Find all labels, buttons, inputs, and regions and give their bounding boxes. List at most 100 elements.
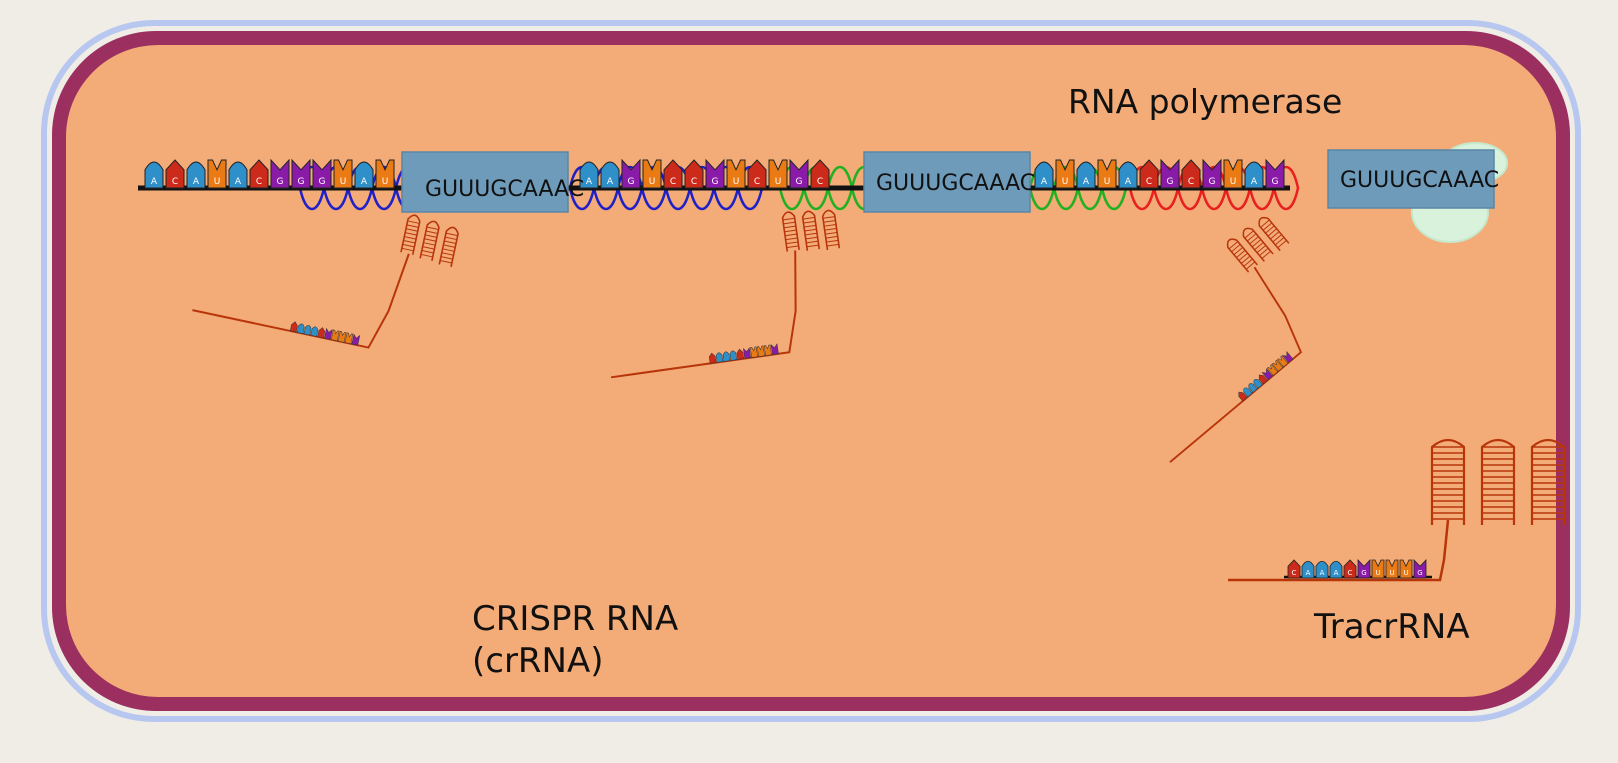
dna-base: G (270, 158, 290, 189)
dna-base: U (1097, 159, 1117, 189)
dna-base: U (768, 159, 788, 189)
crrna-molecule (1169, 216, 1303, 463)
tracr-base: C (1287, 559, 1301, 579)
tracr-base: C (1343, 559, 1357, 579)
dna-base: G (312, 158, 332, 189)
svg-text:A: A (1334, 569, 1339, 577)
svg-text:C: C (1146, 177, 1152, 187)
svg-text:U: U (214, 177, 221, 187)
dna-base: G (291, 158, 311, 189)
dna-base: C (684, 159, 704, 189)
tracr-base: A (1315, 560, 1329, 579)
svg-text:G: G (319, 177, 326, 187)
dna-base: A (144, 161, 164, 189)
dna-base: U (726, 159, 746, 189)
svg-text:U: U (733, 177, 740, 187)
svg-text:A: A (586, 177, 593, 187)
svg-text:C: C (670, 177, 676, 187)
dna-base: U (375, 159, 395, 189)
repeat-2: GUUUGCAAAC (863, 151, 1035, 213)
dna-base: G (1265, 158, 1285, 189)
svg-text:C: C (256, 177, 262, 187)
dna-base: A (1034, 161, 1054, 189)
svg-text:U: U (649, 177, 656, 187)
svg-text:U: U (1230, 177, 1237, 187)
tracr-base: U (1371, 559, 1385, 579)
tracr-base: A (1329, 560, 1343, 579)
svg-text:A: A (1306, 569, 1311, 577)
cell-outer-glow (41, 20, 1581, 722)
repeat-3-label: GUUUGCAAAC (1340, 168, 1499, 193)
dna-base: A (1244, 161, 1264, 189)
dna-base: C (165, 159, 185, 189)
dna-base: U (207, 159, 227, 189)
svg-text:U: U (1375, 569, 1380, 577)
svg-text:A: A (1125, 177, 1132, 187)
dna-base: A (600, 161, 620, 189)
svg-text:G: G (712, 177, 719, 187)
tracr-base: A (1301, 560, 1315, 579)
svg-text:A: A (151, 177, 158, 187)
svg-text:A: A (235, 177, 242, 187)
svg-text:G: G (796, 177, 803, 187)
dna-base: A (1076, 161, 1096, 189)
svg-text:C: C (172, 177, 178, 187)
dna-base: A (228, 161, 248, 189)
tracr-base: U (1385, 559, 1399, 579)
svg-text:G: G (298, 177, 305, 187)
repeat-1-label: GUUUGCAAAC (425, 177, 584, 202)
repeat-3: GUUUGCAAAC (1327, 149, 1499, 209)
dna-base: G (1202, 158, 1222, 189)
cytoplasm (66, 45, 1556, 697)
tracr-base: G (1357, 559, 1371, 579)
svg-text:C: C (691, 177, 697, 187)
dna-base: G (789, 158, 809, 189)
svg-text:G: G (628, 177, 635, 187)
repeat-1: GUUUGCAAAC (401, 151, 584, 213)
rna-polymerase-label: RNA polymerase (1068, 82, 1342, 121)
dna-base: U (1223, 159, 1243, 189)
svg-text:C: C (1188, 177, 1194, 187)
svg-text:A: A (1083, 177, 1090, 187)
repeat-2-label: GUUUGCAAAC (876, 171, 1035, 196)
dna-base: C (1139, 159, 1159, 189)
svg-text:G: G (1272, 177, 1279, 187)
crrna-molecule (192, 214, 459, 349)
dna-base: C (1181, 159, 1201, 189)
dna-base: U (642, 159, 662, 189)
dna-base: U (1055, 159, 1075, 189)
dna-base: A (354, 161, 374, 189)
svg-text:G: G (1167, 177, 1174, 187)
dna-base: C (249, 159, 269, 189)
crispr-rna-label: CRISPR RNA (472, 599, 678, 639)
tracr-base: U (1399, 559, 1413, 579)
svg-text:C: C (1348, 569, 1353, 577)
crrna-label: (crRNA) (472, 641, 604, 681)
svg-text:G: G (1361, 569, 1366, 577)
dna-base: G (705, 158, 725, 189)
svg-text:C: C (817, 177, 823, 187)
dna-base: A (579, 161, 599, 189)
svg-text:A: A (1251, 177, 1258, 187)
dna-base: C (810, 159, 830, 189)
svg-text:A: A (1320, 569, 1325, 577)
crrna-molecule (610, 209, 841, 379)
svg-text:U: U (1104, 177, 1111, 187)
tracr-base: G (1413, 559, 1427, 579)
svg-text:A: A (193, 177, 200, 187)
svg-text:U: U (1389, 569, 1394, 577)
svg-text:U: U (775, 177, 782, 187)
svg-text:U: U (382, 177, 389, 187)
svg-text:A: A (607, 177, 614, 187)
dna-base: G (621, 158, 641, 189)
dna-base: G (1160, 158, 1180, 189)
dna-base: A (186, 161, 206, 189)
svg-text:C: C (1292, 569, 1297, 577)
dna-base: C (663, 159, 683, 189)
svg-text:A: A (361, 177, 368, 187)
dna-base: A (1118, 161, 1138, 189)
svg-text:A: A (1041, 177, 1048, 187)
svg-text:G: G (1417, 569, 1422, 577)
svg-text:G: G (1209, 177, 1216, 187)
